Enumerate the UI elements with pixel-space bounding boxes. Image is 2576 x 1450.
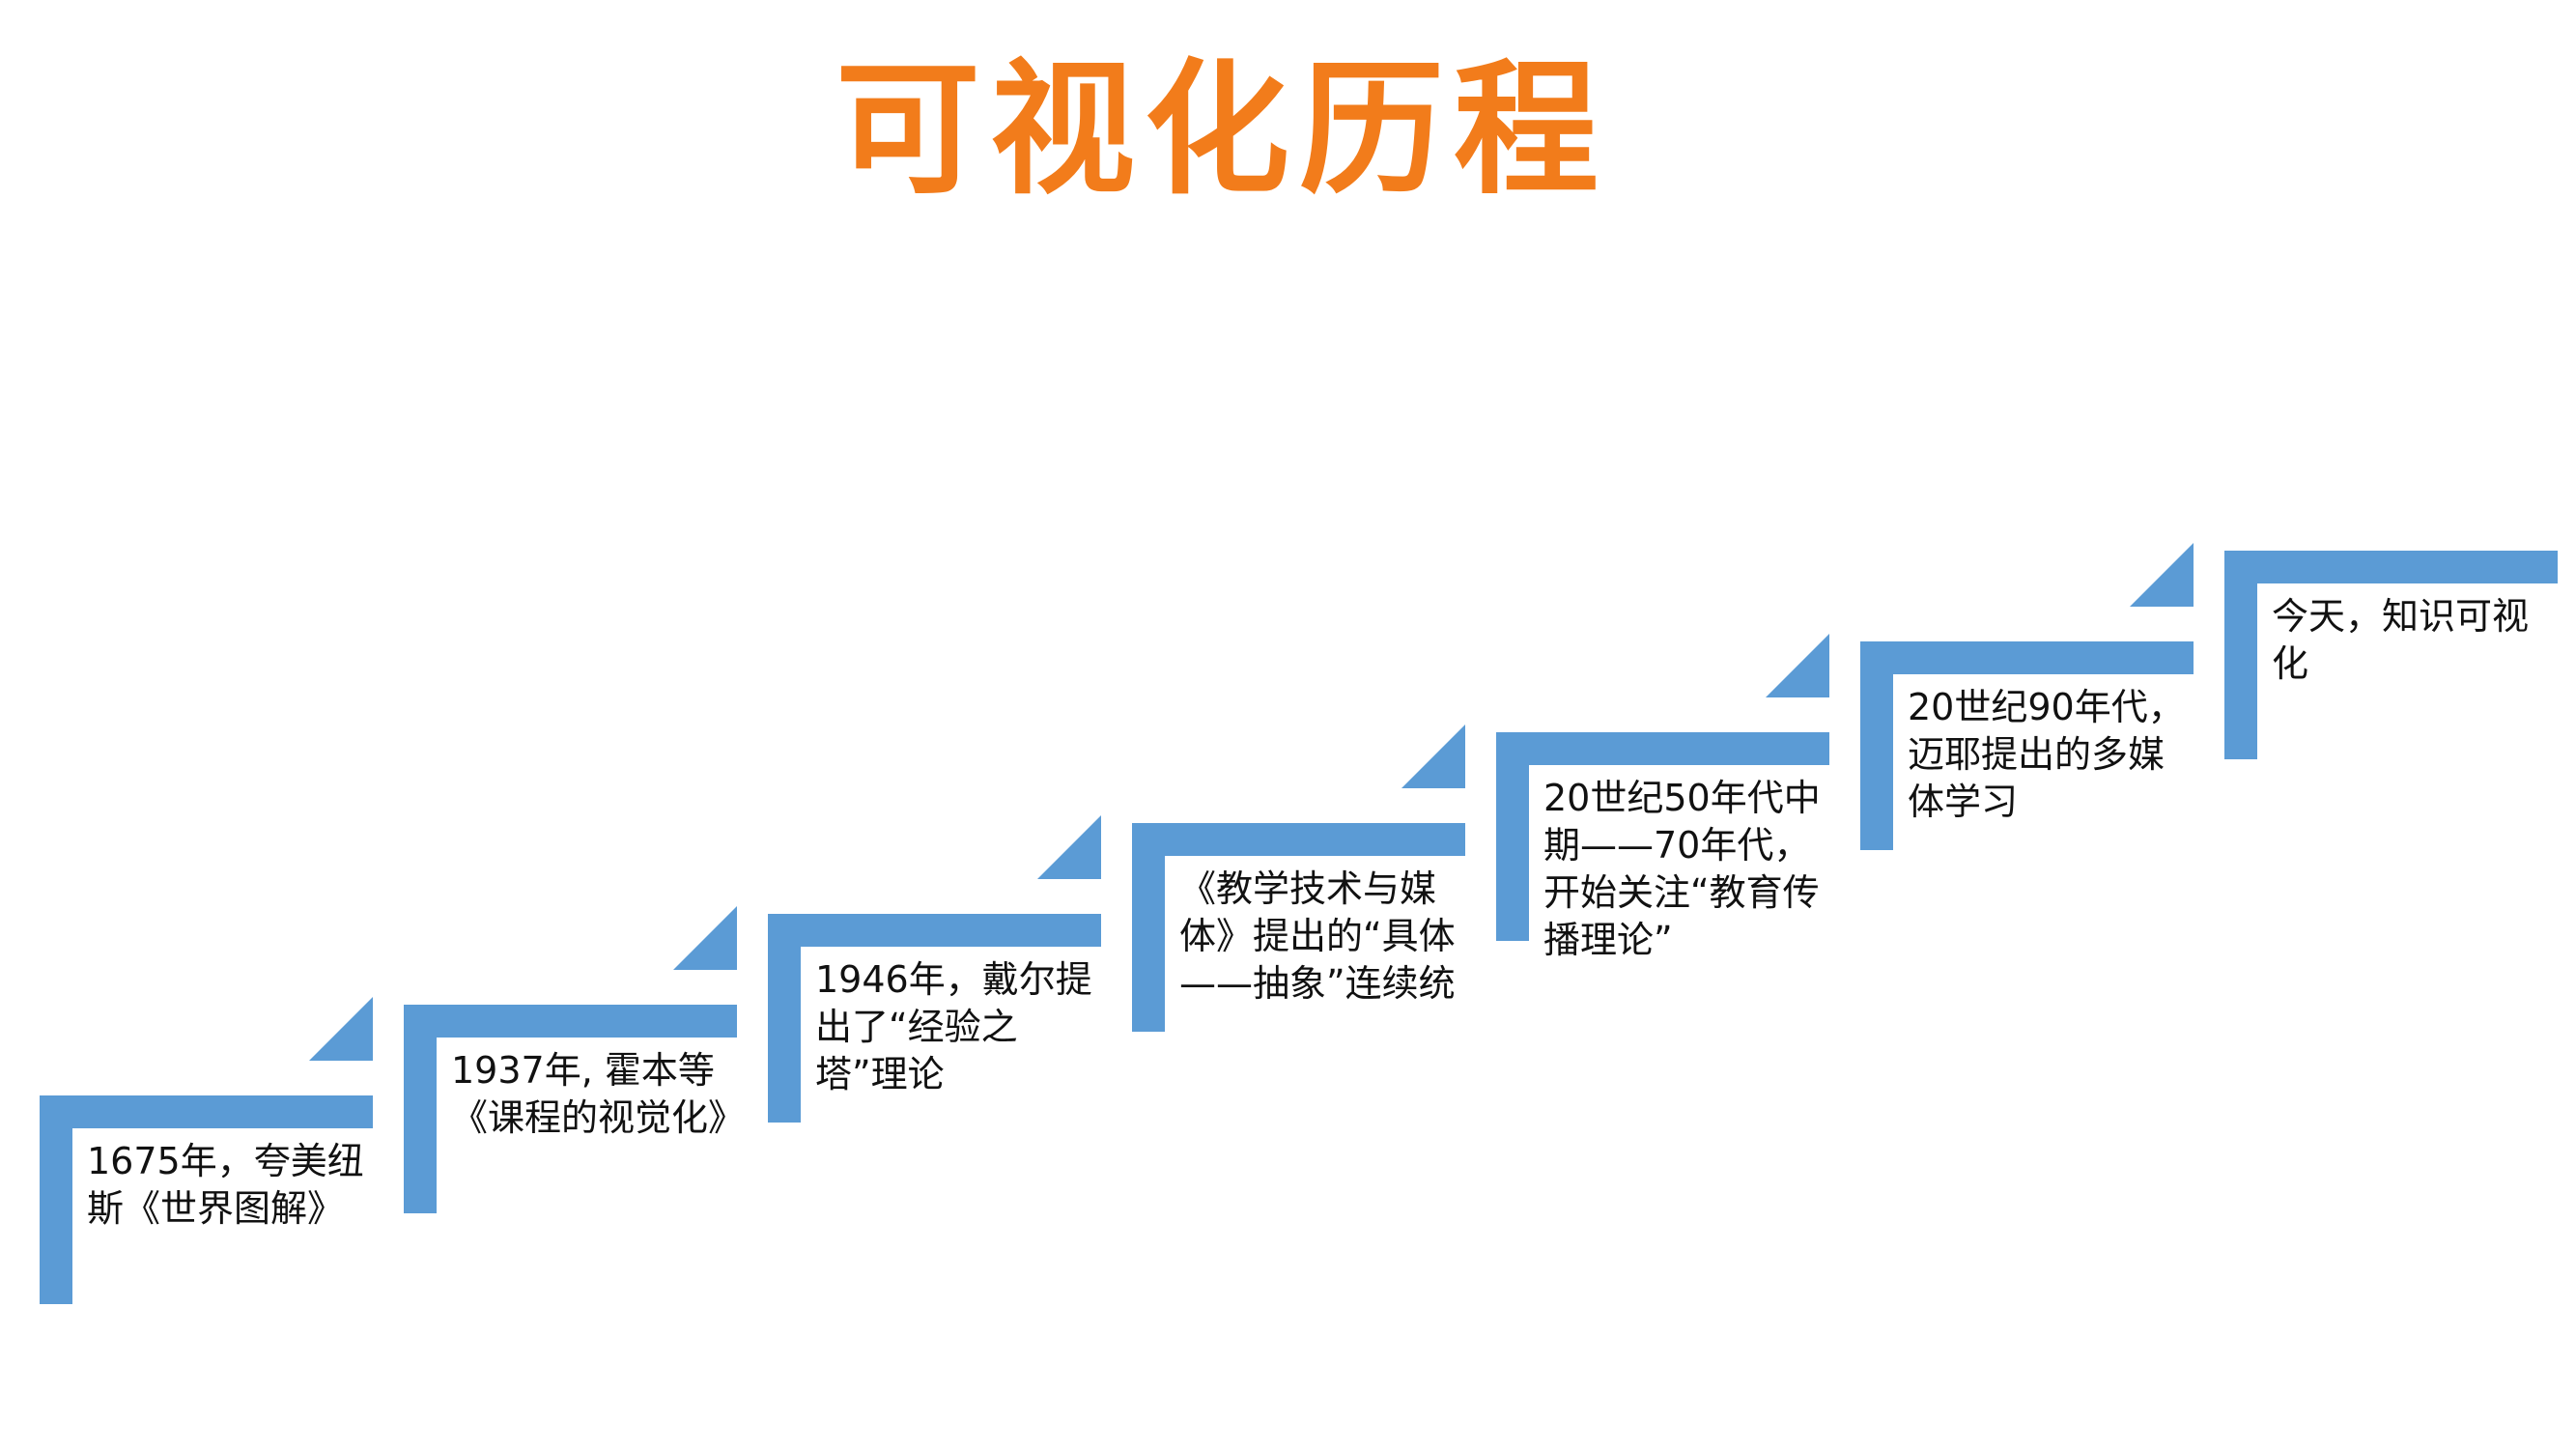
step-text: 1675年，夸美纽斯《世界图解》 bbox=[87, 1140, 364, 1230]
step-arrow-corner bbox=[1401, 725, 1465, 788]
timeline-step-1946: 1946年，戴尔提出了“经验之塔”理论 bbox=[768, 815, 1137, 1123]
step-tread bbox=[1496, 732, 1829, 765]
step-arrow-corner bbox=[309, 997, 373, 1061]
step-text: 20世纪90年代，迈耶提出的多媒体学习 bbox=[1908, 686, 2185, 823]
page-title: 可视化历程 bbox=[835, 46, 1608, 214]
step-tread bbox=[404, 1005, 737, 1038]
timeline-step-1937: 1937年, 霍本等《课程的视觉化》 bbox=[404, 906, 773, 1213]
timeline-step-1675: 1675年，夸美纽斯《世界图解》 bbox=[40, 997, 409, 1304]
timeline-step-media-book: 《教学技术与媒体》提出的“具体——抽象”连续统 bbox=[1132, 725, 1501, 1032]
step-riser bbox=[2224, 551, 2257, 759]
step-riser bbox=[404, 1005, 437, 1213]
step-text: 《教学技术与媒体》提出的“具体——抽象”连续统 bbox=[1179, 867, 1456, 1005]
step-text: 20世纪50年代中期——70年代，开始关注“教育传播理论” bbox=[1543, 777, 1821, 961]
step-text: 1946年，戴尔提出了“经验之塔”理论 bbox=[815, 958, 1092, 1095]
step-arrow-corner bbox=[1037, 815, 1101, 879]
step-tread bbox=[40, 1095, 373, 1128]
step-riser bbox=[768, 914, 801, 1123]
step-riser bbox=[1496, 732, 1529, 941]
step-riser bbox=[1132, 823, 1165, 1032]
step-riser bbox=[1860, 641, 1893, 850]
step-tread bbox=[2224, 551, 2558, 583]
timeline-step-1990s: 20世纪90年代，迈耶提出的多媒体学习 bbox=[1860, 543, 2229, 850]
timeline-step-1950s-70s: 20世纪50年代中期——70年代，开始关注“教育传播理论” bbox=[1496, 634, 1865, 961]
step-text: 1937年, 霍本等《课程的视觉化》 bbox=[451, 1049, 746, 1139]
timeline-step-today: 今天，知识可视化 bbox=[2224, 551, 2576, 759]
step-text: 今天，知识可视化 bbox=[2272, 595, 2530, 685]
step-tread bbox=[1860, 641, 2194, 674]
step-arrow-corner bbox=[673, 906, 737, 970]
step-arrow-corner bbox=[1766, 634, 1829, 697]
step-arrow-corner bbox=[2130, 543, 2194, 607]
step-riser bbox=[40, 1095, 72, 1304]
step-tread bbox=[1132, 823, 1465, 856]
step-tread bbox=[768, 914, 1101, 947]
